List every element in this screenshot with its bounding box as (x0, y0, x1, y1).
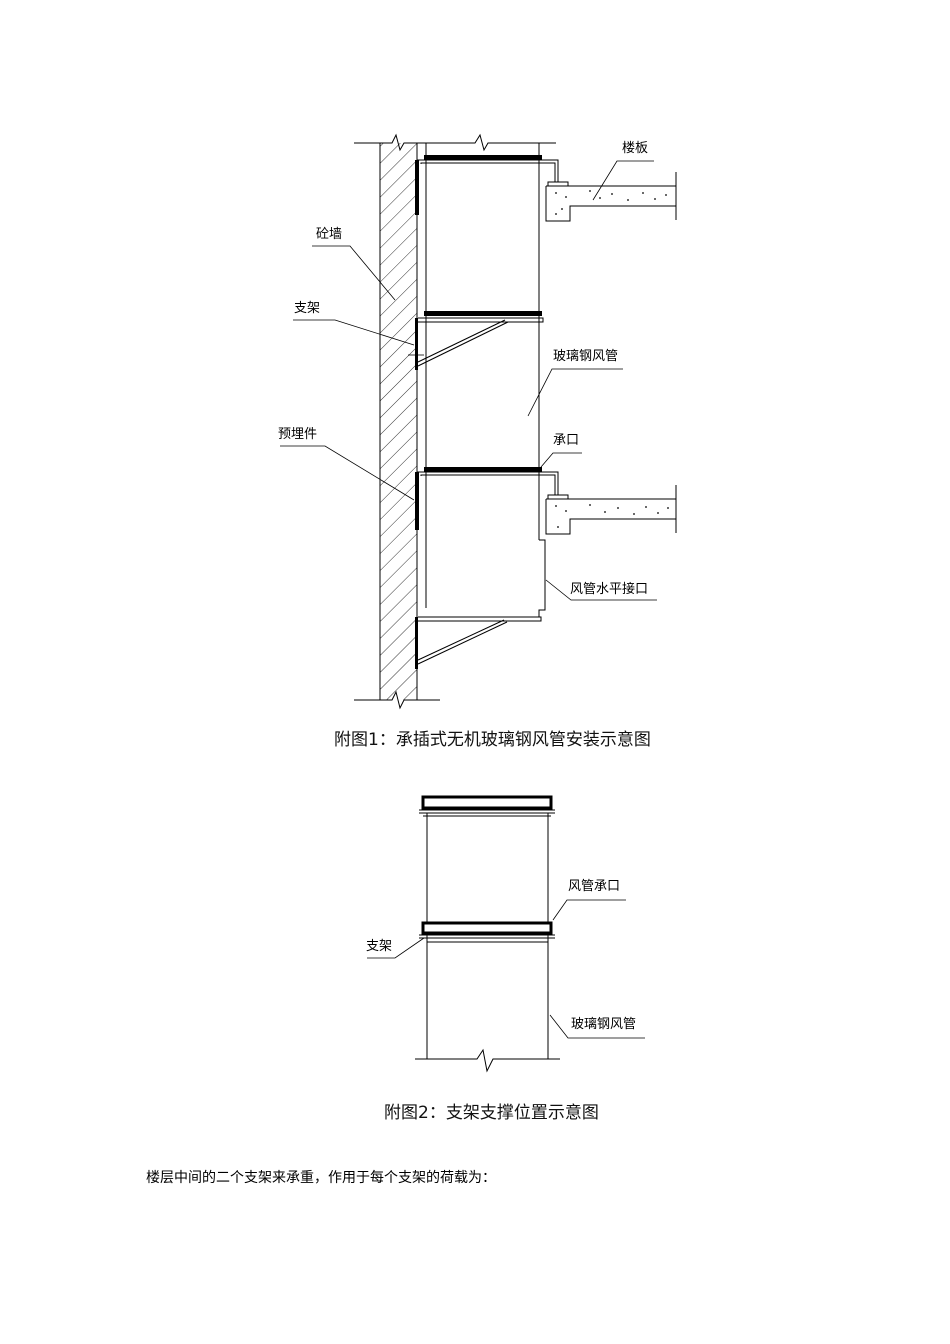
bracket-bottom (415, 616, 542, 669)
concrete-wall (354, 133, 440, 710)
floor-slab-upper (545, 172, 677, 222)
label-embedded-part: 预埋件 (278, 427, 318, 442)
figure1-caption: 附图1：承插式无机玻璃钢风管安装示意图 (334, 730, 651, 750)
frp-duct-fig1 (425, 133, 556, 617)
bracket-middle (408, 317, 544, 370)
label-floor-slab: 楼板 (622, 141, 649, 156)
label-bracket: 支架 (294, 301, 321, 316)
label-bracket-fig2: 支架 (366, 939, 393, 954)
label-socket: 承口 (553, 433, 580, 448)
label-duct-socket: 风管承口 (568, 879, 621, 894)
label-concrete-wall: 砼墙 (316, 227, 343, 242)
label-frp-duct: 玻璃钢风管 (553, 349, 619, 364)
label-frp-duct-fig2: 玻璃钢风管 (571, 1017, 637, 1032)
body-paragraph: 楼层中间的二个支架来承重，作用于每个支架的荷载为： (146, 1170, 496, 1186)
floor-slab-lower (545, 485, 677, 535)
figure2-caption: 附图2：支架支撑位置示意图 (384, 1103, 599, 1123)
label-horizontal-joint: 风管水平接口 (570, 582, 649, 597)
figure2-drawing (367, 795, 645, 1073)
